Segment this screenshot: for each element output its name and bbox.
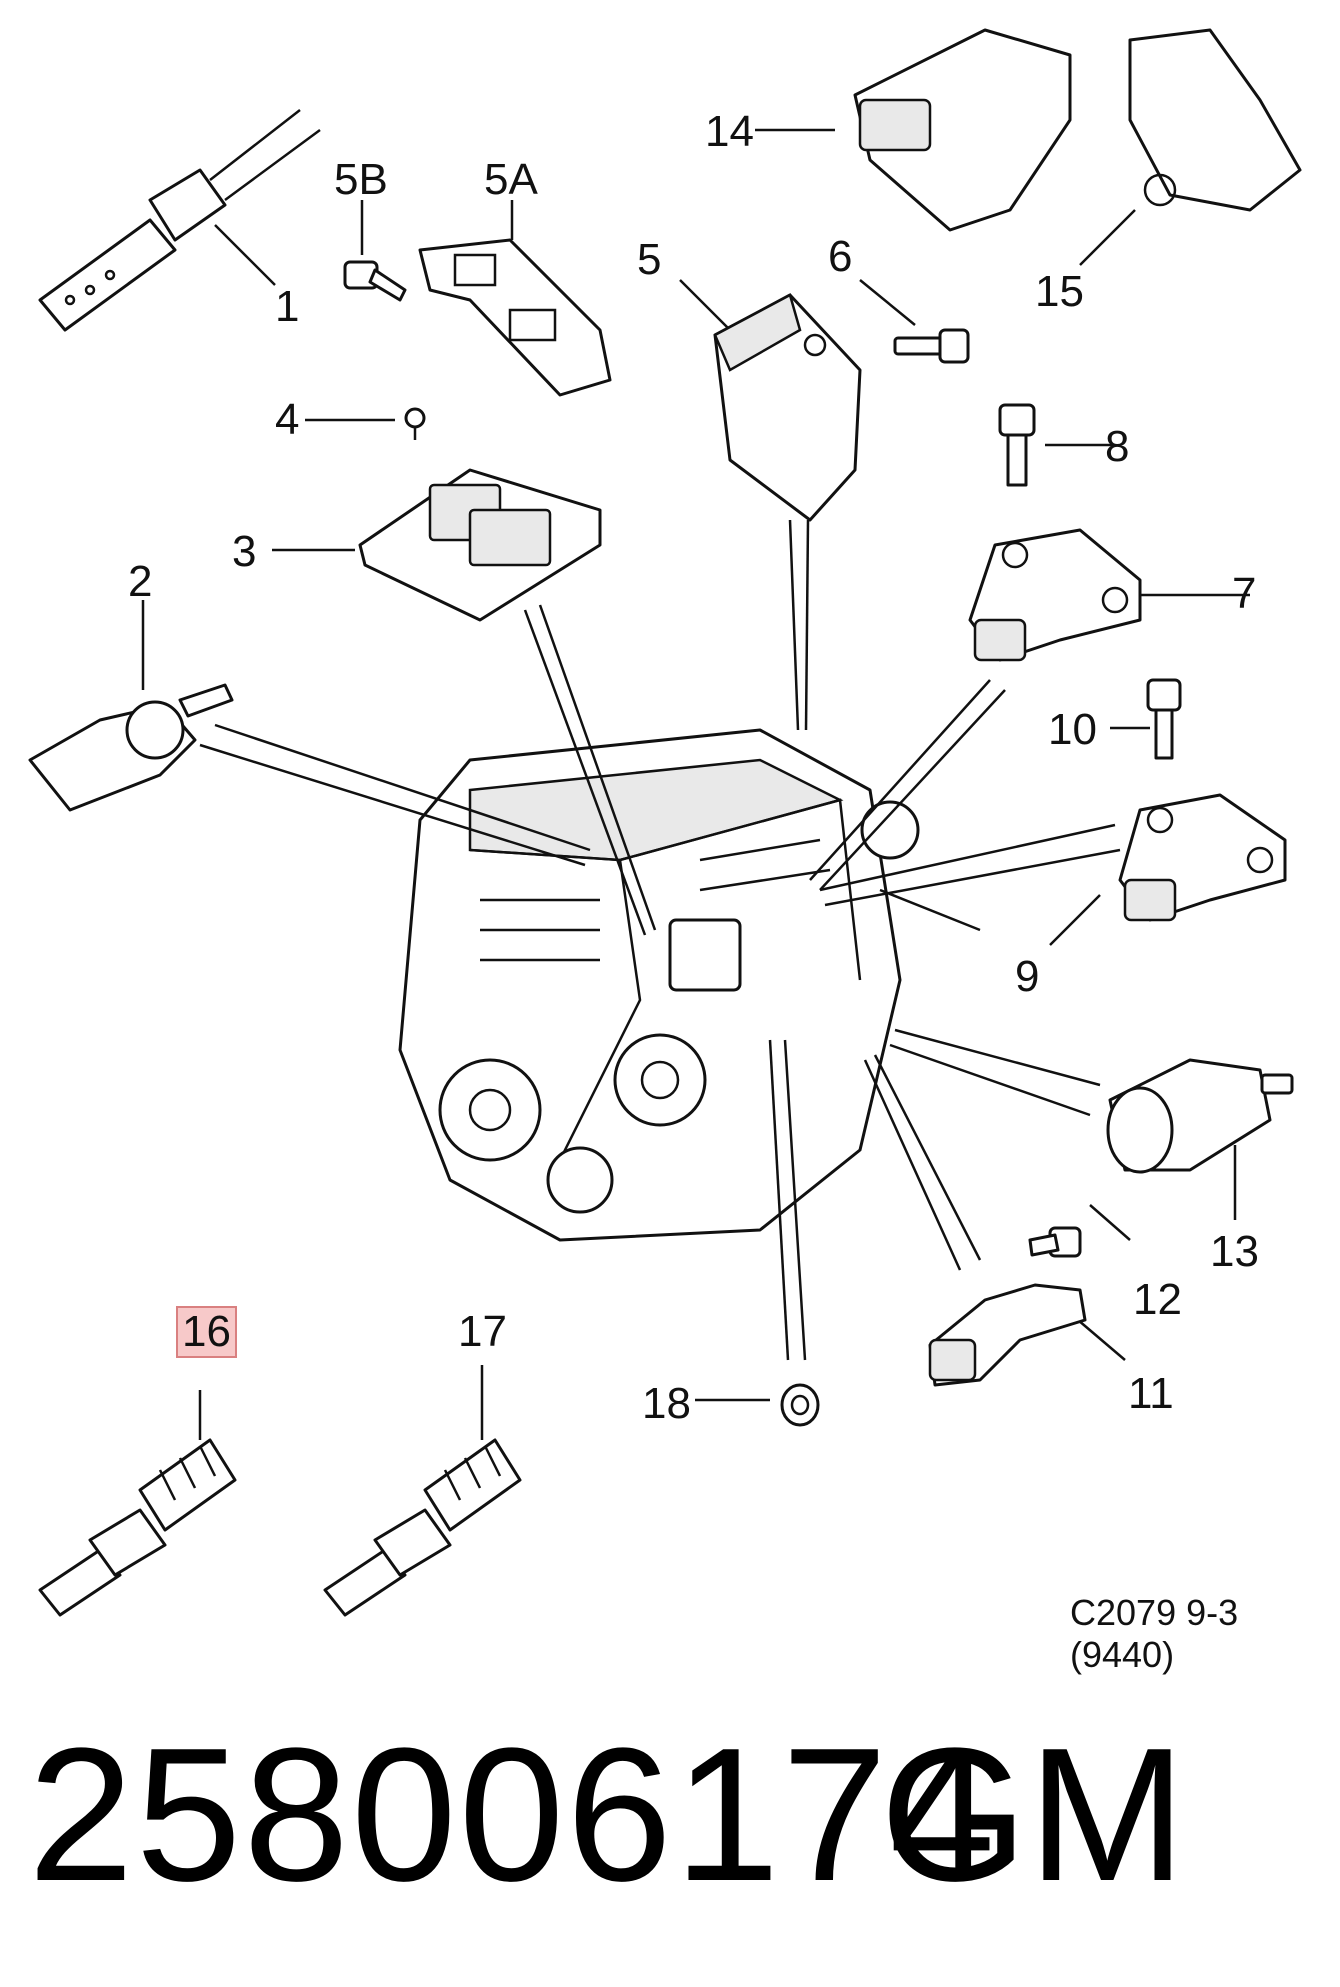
callout-6: 6 [828,232,853,281]
part-7-pressure-sensor [968,528,1142,662]
callout-16-highlighted: 16 [176,1306,237,1358]
engine-assembly-drawing [398,728,981,1242]
callout-10: 10 [1048,705,1097,754]
part-15-pressure-sensor [1128,28,1302,212]
part-11-crank-sensor [928,1283,1087,1387]
part-16-oxygen-sensor [38,1438,237,1617]
callout-5: 5 [637,235,662,284]
callout-9: 9 [1015,952,1040,1001]
callout-4: 4 [275,395,300,444]
callout-18: 18 [642,1379,691,1428]
callout-13: 13 [1210,1227,1259,1276]
part-4-screw [404,407,426,440]
part-1-sensor-probe [38,109,321,332]
leader-lines [199,519,1121,1361]
callout-2: 2 [128,557,153,606]
callout-8: 8 [1105,422,1130,471]
part-10-bolt [1146,678,1182,760]
part-8-bolt [998,403,1036,487]
part-5b-bolt [343,260,407,302]
exploded-parts-diagram [28,28,1302,1617]
diagram-code: C2079 9-3 (9440) [1070,1592,1239,1675]
part-5a-bracket [418,238,612,397]
callout-7: 7 [1232,569,1257,618]
part-5-control-module [713,293,862,522]
callout-11: 11 [1128,1369,1174,1418]
part-12-bolt [1028,1226,1082,1258]
part-9-pressure-sensor [1118,793,1287,922]
callout-15: 15 [1035,267,1084,316]
part-3-ecu [358,468,602,622]
callout-5b: 5B [334,155,388,204]
part-2-sensor [28,683,234,812]
part-14-air-mass-meter [853,28,1072,232]
brand-name: GM [880,1709,1187,1921]
callout-3: 3 [232,527,257,576]
part-6-bolt [893,328,970,364]
callout-5a: 5A [484,155,538,204]
callout-17: 17 [458,1307,507,1356]
part-18-grommet [780,1383,820,1427]
part-number: 258006174 [28,1709,998,1921]
callout-leaders [141,128,1250,1440]
part-13-pressure-switch [1106,1058,1294,1174]
callout-14: 14 [705,107,754,156]
part-17-oxygen-sensor [323,1438,522,1617]
callout-12: 12 [1133,1275,1182,1324]
callout-1: 1 [275,282,300,331]
